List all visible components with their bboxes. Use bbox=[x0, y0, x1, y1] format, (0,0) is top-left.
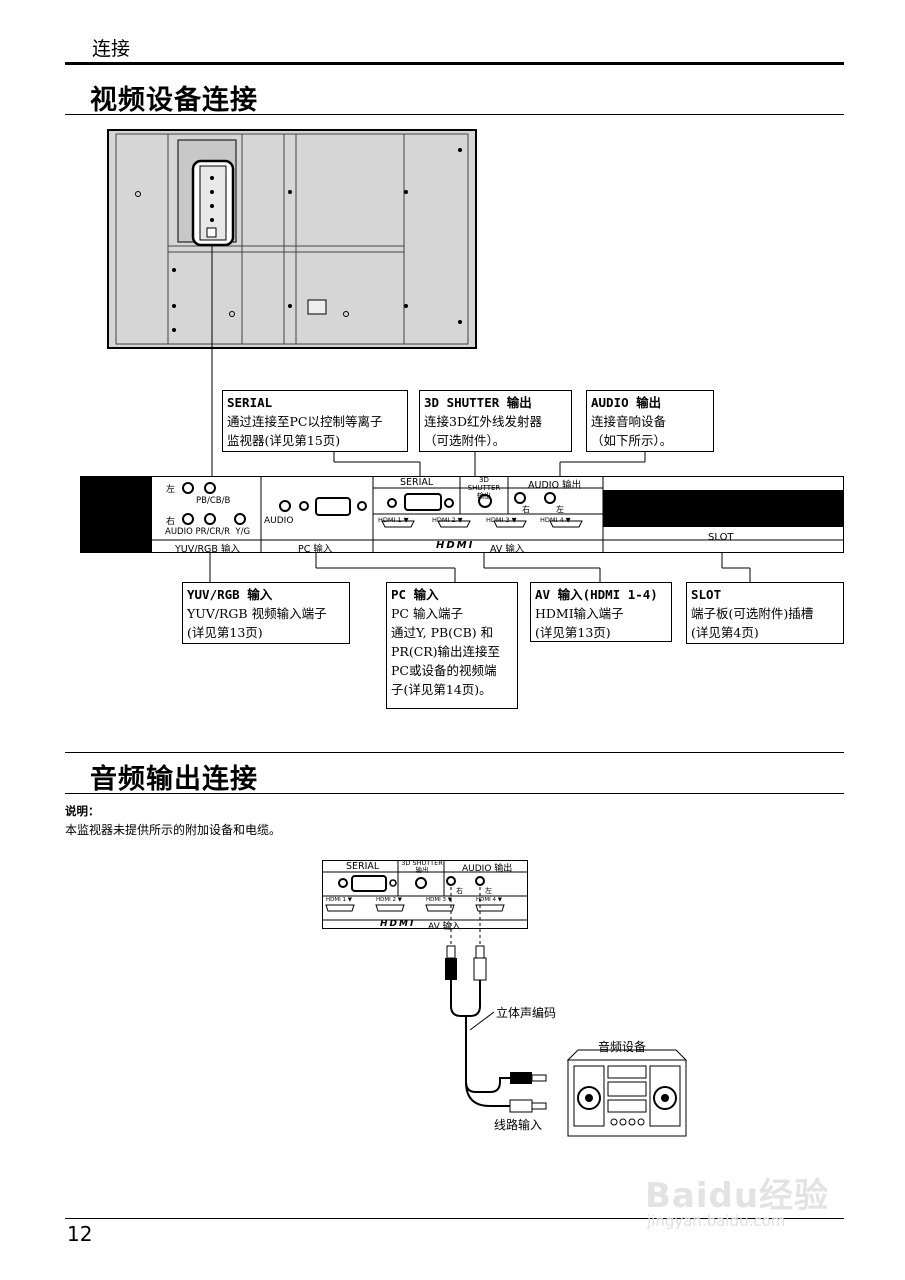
audio-diagram-serial-label: SERIAL bbox=[346, 861, 380, 872]
callout-audio-out: AUDIO 输出 连接音响设备 （如下所示）。 bbox=[586, 390, 714, 452]
callout-yuv-rgb-line-2: (详见第13页) bbox=[187, 625, 263, 640]
yuv-pb-label: PB/CB/B bbox=[196, 496, 231, 506]
audio-diagram-hdmi3-label: HDMI 3 ▼ bbox=[426, 897, 452, 903]
audio-diagram-hdmi1-label: HDMI 1 ▼ bbox=[326, 897, 352, 903]
callout-audio-out-line-2: （如下所示）。 bbox=[591, 433, 673, 448]
yuv-rgb-input-label: YUV/RGB 输入 bbox=[175, 544, 240, 555]
callout-pc-title: PC 输入 bbox=[391, 587, 439, 602]
callout-av-hdmi-line-2: (详见第13页) bbox=[535, 625, 611, 640]
callout-3d-shutter-line-2: （可选附件）。 bbox=[424, 433, 506, 448]
audio-diagram-av-input-label: AV 输入 bbox=[428, 922, 461, 932]
pc-input-label: PC 输入 bbox=[298, 544, 333, 555]
audio-section-title: 音频输出连接 bbox=[90, 764, 258, 795]
audio-diagram-shutter-label-bottom: 输出 bbox=[415, 866, 429, 874]
hdmi3-label: HDMI 3 ▼ bbox=[486, 516, 517, 524]
callout-yuv-rgb-line-1: YUV/RGB 视频输入端子 bbox=[187, 606, 327, 621]
audio-diagram-hdmi4-label: HDMI 4 ▼ bbox=[476, 897, 502, 903]
callout-pc: PC 输入 PC 输入端子 通过Y, PB(CB) 和 PR(CR)输出连接至 … bbox=[386, 582, 518, 709]
callout-av-hdmi: AV 输入(HDMI 1-4) HDMI输入端子 (详见第13页) bbox=[530, 582, 672, 642]
page-number: 12 bbox=[67, 1222, 93, 1246]
callout-yuv-rgb-title: YUV/RGB 输入 bbox=[187, 587, 273, 602]
note-text: 本监视器未提供所示的附加设备和电缆。 bbox=[65, 823, 282, 837]
audio-diagram-shutter-label: 3D SHUTTER 输出 bbox=[400, 860, 444, 874]
callout-slot-line-2: (详见第4页) bbox=[691, 625, 759, 640]
footer-rule bbox=[65, 1218, 844, 1219]
shutter-port-label: 3D SHUTTER 输出 bbox=[462, 476, 506, 500]
hdmi4-label: HDMI 4 ▼ bbox=[540, 516, 571, 524]
hdmi1-label: HDMI 1 ▼ bbox=[378, 516, 409, 524]
audio-title-rule bbox=[65, 793, 844, 794]
audio-diagram-hdmi2-label: HDMI 2 ▼ bbox=[376, 897, 402, 903]
yuv-left-label: 左 bbox=[166, 485, 176, 495]
callout-audio-out-title: AUDIO 输出 bbox=[591, 395, 662, 410]
callout-slot-line-1: 端子板(可选附件)插槽 bbox=[691, 606, 814, 621]
audio-out-port-label: AUDIO 输出 bbox=[528, 480, 582, 491]
callout-slot: SLOT 端子板(可选附件)插槽 (详见第4页) bbox=[686, 582, 844, 644]
audio-diagram-right-label: 右 bbox=[456, 887, 463, 895]
audio-diagram-left-label: 左 bbox=[485, 887, 492, 895]
callout-pc-line-3: PR(CR)输出连接至 bbox=[391, 644, 501, 659]
callout-audio-out-line-1: 连接音响设备 bbox=[591, 414, 667, 429]
shutter-port-label-bottom: 输出 bbox=[477, 492, 491, 500]
audio-connection-diagram bbox=[322, 860, 688, 1137]
callout-serial-line-1: 通过连接至PC以控制等离子 bbox=[227, 414, 383, 429]
audio-device-label: 音频设备 bbox=[598, 1040, 647, 1054]
yuv-right-label: 右 bbox=[166, 517, 176, 527]
audio-top-rule bbox=[65, 752, 844, 753]
callout-serial-line-2: 监视器(详见第15页) bbox=[227, 433, 341, 448]
audio-diagram-audio-out-label: AUDIO 输出 bbox=[462, 864, 513, 874]
av-input-label: AV 输入 bbox=[490, 544, 525, 555]
audio-diagram-hdmi-logo: HDMI bbox=[380, 919, 416, 929]
callout-yuv-rgb: YUV/RGB 输入 YUV/RGB 视频输入端子 (详见第13页) bbox=[182, 582, 350, 644]
callout-pc-line-4: PC或设备的视频端 bbox=[391, 663, 497, 678]
audio-right-label: 右 bbox=[522, 505, 530, 514]
pc-audio-label: AUDIO bbox=[264, 516, 294, 526]
note-label: 说明： bbox=[65, 804, 100, 818]
serial-port-label: SERIAL bbox=[400, 477, 434, 488]
monitor-rear-diagram bbox=[107, 129, 751, 582]
audio-left-label: 左 bbox=[556, 505, 564, 514]
video-title-rule bbox=[65, 114, 844, 115]
slot-label: SLOT bbox=[708, 532, 734, 543]
section-label: 连接 bbox=[92, 38, 131, 60]
callout-3d-shutter-line-1: 连接3D红外线发射器 bbox=[424, 414, 542, 429]
stereo-cable-label: 立体声编码 bbox=[496, 1006, 557, 1020]
hdmi-logo: HDMI bbox=[436, 540, 475, 551]
callout-3d-shutter: 3D SHUTTER 输出 连接3D红外线发射器 （可选附件）。 bbox=[419, 390, 572, 452]
hdmi2-label: HDMI 2 ▼ bbox=[432, 516, 463, 524]
watermark-logo: Baidu经验 bbox=[645, 1176, 830, 1216]
watermark-url: jingyan.baidu.com bbox=[647, 1212, 786, 1230]
yuv-audio-label: AUDIO PR/CR/R Y/G bbox=[165, 527, 251, 537]
callout-pc-line-5: 子(详见第14页)。 bbox=[391, 682, 492, 697]
line-in-label: 线路输入 bbox=[494, 1118, 543, 1132]
header-rule bbox=[65, 62, 844, 65]
callout-serial: SERIAL 通过连接至PC以控制等离子 监视器(详见第15页) bbox=[222, 390, 408, 452]
callout-av-hdmi-title: AV 输入(HDMI 1-4) bbox=[535, 587, 658, 602]
callout-pc-line-1: PC 输入端子 bbox=[391, 606, 463, 621]
video-section-title: 视频设备连接 bbox=[90, 85, 258, 116]
callout-pc-line-2: 通过Y, PB(CB) 和 bbox=[391, 625, 494, 640]
audio-diagram-shutter-label-top: 3D SHUTTER bbox=[401, 859, 443, 867]
callout-slot-title: SLOT bbox=[691, 587, 722, 602]
callout-av-hdmi-line-1: HDMI输入端子 bbox=[535, 606, 624, 621]
callout-serial-title: SERIAL bbox=[227, 395, 273, 410]
shutter-port-label-top: 3D SHUTTER bbox=[467, 476, 501, 492]
callout-3d-shutter-title: 3D SHUTTER 输出 bbox=[424, 395, 532, 410]
terminal-panel bbox=[80, 476, 844, 553]
